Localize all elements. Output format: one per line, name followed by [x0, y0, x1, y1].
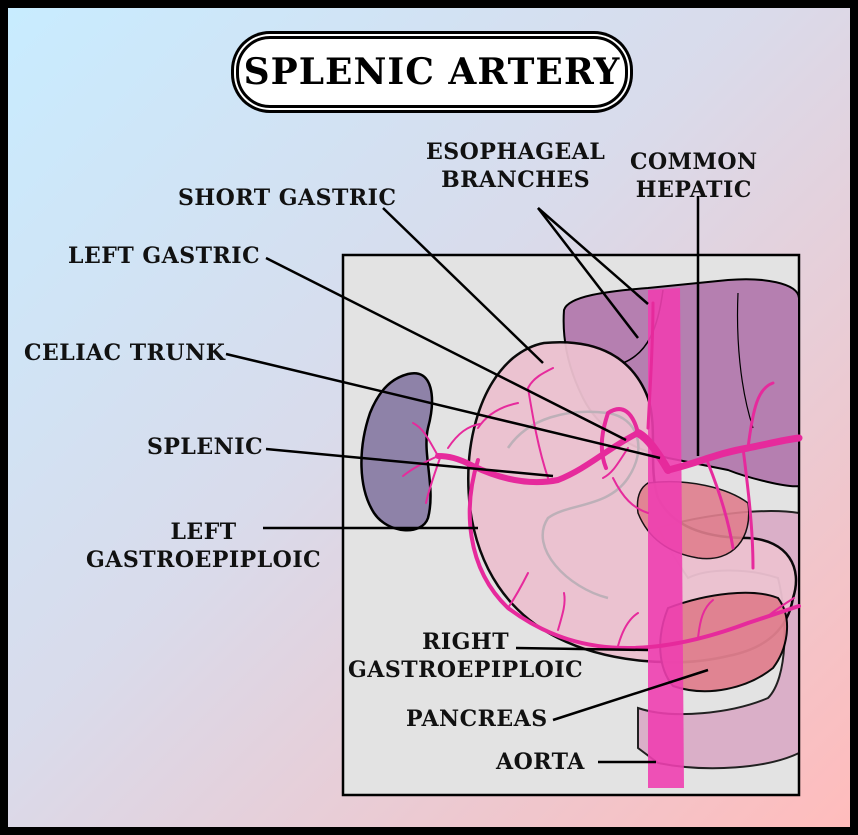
leader-left-gastric: [265, 256, 627, 442]
leader-esophageal-1: [537, 207, 649, 305]
anatomy-illustration: [225, 196, 803, 797]
label-common-hepatic-line2: HEPATIC: [635, 177, 752, 203]
label-common-hepatic: COMMON HEPATIC: [630, 148, 758, 204]
leader-celiac-trunk: [225, 352, 661, 460]
leader-splenic: [265, 447, 554, 478]
leader-right-gastroepiploic: [515, 646, 649, 652]
leader-short-gastric: [382, 207, 544, 364]
short-gastric-vessel: [526, 367, 554, 479]
label-left-gastroepiploic-line2: GASTROEPIPLOIC: [86, 547, 322, 573]
aorta: [648, 288, 684, 788]
label-common-hepatic-line1: COMMON: [630, 149, 758, 175]
label-right-gastroepiploic-line1: RIGHT: [422, 629, 510, 655]
left-gastroepiploic-vessel: [467, 458, 801, 651]
splenic-vessel: [435, 430, 641, 485]
label-pancreas: PANCREAS: [406, 706, 548, 732]
label-esophageal-line2: BRANCHES: [441, 167, 591, 193]
arteries: [402, 301, 803, 651]
label-left-gastroepiploic: LEFT GASTROEPIPLOIC: [86, 518, 321, 574]
label-short-gastric: SHORT GASTRIC: [178, 185, 397, 211]
leader-pancreas: [552, 668, 709, 722]
label-right-gastroepiploic: RIGHT GASTROEPIPLOIC: [348, 628, 583, 684]
left-gastric-vessel: [599, 407, 640, 470]
diagram-title: SPLENIC ARTERY: [236, 36, 628, 108]
leader-lines: [225, 196, 709, 764]
label-esophageal-line1: ESOPHAGEAL: [426, 139, 606, 165]
label-left-gastroepiploic-line1: LEFT: [170, 519, 237, 545]
leader-esophageal-2: [537, 207, 639, 339]
label-left-gastric: LEFT GASTRIC: [68, 243, 261, 269]
label-celiac-trunk: CELIAC TRUNK: [24, 340, 226, 366]
spleen: [360, 372, 434, 532]
label-splenic: SPLENIC: [147, 434, 264, 460]
esophageal-vessel: [646, 301, 655, 430]
label-right-gastroepiploic-line2: GASTROEPIPLOIC: [348, 657, 584, 683]
label-aorta: AORTA: [496, 749, 585, 775]
label-esophageal-branches: ESOPHAGEAL BRANCHES: [426, 138, 605, 194]
